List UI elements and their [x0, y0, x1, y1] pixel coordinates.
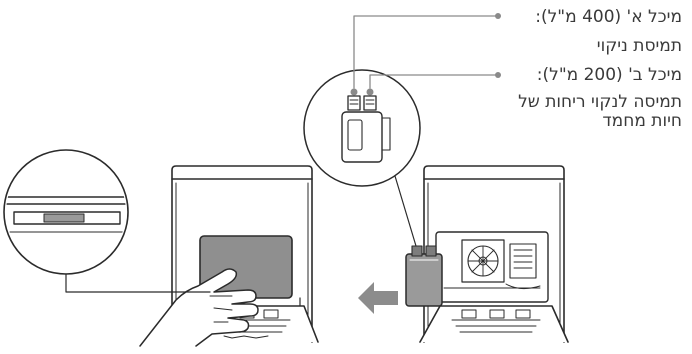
leader-line-left	[66, 274, 210, 292]
tank-b-description-line2: חיות מחמד	[602, 112, 682, 131]
tank-a-title: מיכל א' (400 מ"ל):	[535, 8, 682, 27]
station-right-top	[424, 166, 564, 179]
tank-bay	[436, 232, 548, 302]
station-left-top	[172, 166, 312, 179]
tank-b-description-line1: תמיסה לנקוי ריחות של	[518, 93, 682, 112]
solution-tank	[406, 246, 442, 306]
station-right-base	[420, 306, 568, 342]
tank-b-title: מיכל ב' (200 מ"ל):	[537, 66, 682, 85]
arrow-left-icon	[358, 282, 398, 314]
detail-circle-right	[304, 70, 420, 186]
station-right	[420, 166, 568, 342]
detail-circle-left	[4, 150, 210, 292]
tank-a-description: תמיסת ניקוי	[597, 37, 682, 56]
